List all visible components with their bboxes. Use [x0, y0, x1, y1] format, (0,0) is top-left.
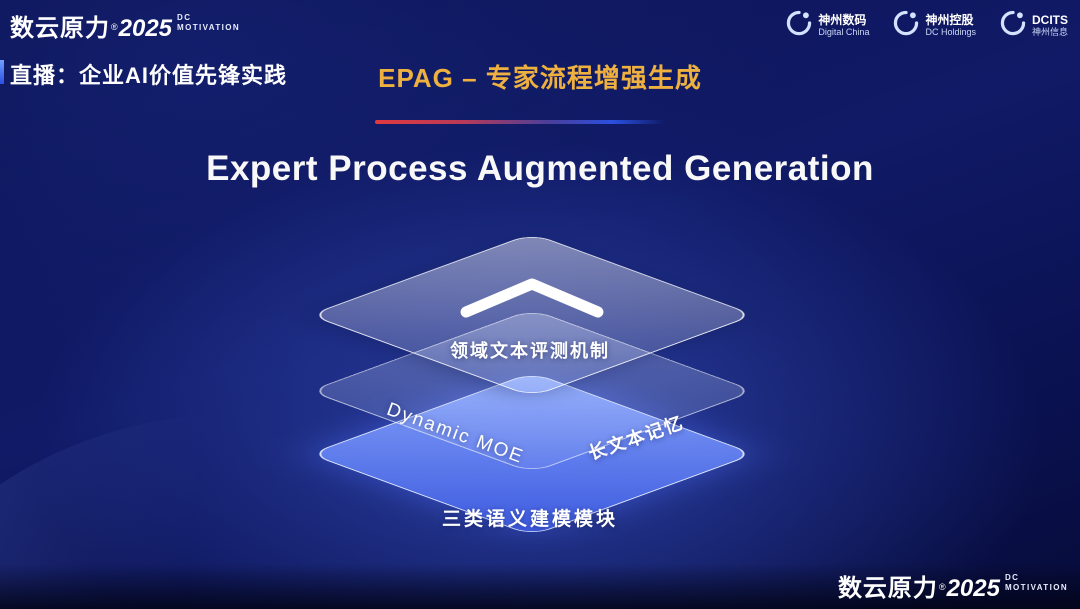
partner-name-en: DC Holdings [925, 27, 976, 38]
partner-dcits: DCITS 神州信息 [1000, 10, 1068, 41]
chevron-up-icon [460, 278, 604, 318]
top-layer-label: 领域文本评测机制 [450, 341, 610, 361]
partner-name-cn: 神州控股 [925, 12, 974, 27]
brand-logo-bottom-right: 数云原力®2025 DC MOTIVATION [838, 568, 1068, 603]
partner-logos: 神州数码 Digital China 神州控股 DC Holdings DCIT… [786, 10, 1068, 41]
brand-year: 2025 [946, 575, 1000, 602]
brand-sub-line1: DC [177, 13, 192, 22]
live-accent-bar [0, 60, 4, 84]
partner-text: 神州控股 DC Holdings [925, 13, 976, 38]
swoosh-icon [893, 10, 919, 41]
live-label: 直播：企业AI价值先锋实践 [10, 63, 288, 88]
brand-sub-line2: MOTIVATION [177, 23, 241, 32]
partner-digital-china: 神州数码 Digital China [786, 10, 869, 41]
page-title: EPAG – 专家流程增强生成 [378, 63, 702, 93]
partner-text: DCITS 神州信息 [1032, 13, 1068, 38]
title-gradient-divider [375, 120, 665, 124]
brand-name: 数云原力®2025 [10, 15, 173, 42]
registered-mark: ® [111, 21, 118, 32]
partner-name-cn: DCITS [1031, 12, 1068, 27]
subtitle-english: Expert Process Augmented Generation [206, 149, 874, 188]
brand-subtitle: DC MOTIVATION [177, 13, 240, 33]
swoosh-icon [786, 10, 812, 41]
partner-name-cn: 神州数码 [818, 12, 867, 27]
partner-dc-holdings: 神州控股 DC Holdings [893, 10, 976, 41]
partner-text: 神州数码 Digital China [818, 13, 869, 38]
brand-name: 数云原力®2025 [837, 575, 1000, 602]
brand-year: 2025 [118, 15, 173, 42]
swoosh-icon [1000, 10, 1026, 41]
partner-name-en: Digital China [818, 27, 870, 38]
brand-logo-top-left: 数云原力®2025 DC MOTIVATION [10, 8, 240, 43]
bottom-fade-decoration [0, 563, 1080, 609]
brand-subtitle: DC MOTIVATION [1005, 573, 1068, 593]
bottom-layer-label: 三类语义建模模块 [441, 509, 618, 530]
brand-sub-line1: DC [1004, 573, 1020, 582]
partner-name-en: 神州信息 [1031, 27, 1068, 38]
brand-sub-line2: MOTIVATION [1004, 583, 1068, 592]
registered-mark: ® [938, 581, 946, 592]
